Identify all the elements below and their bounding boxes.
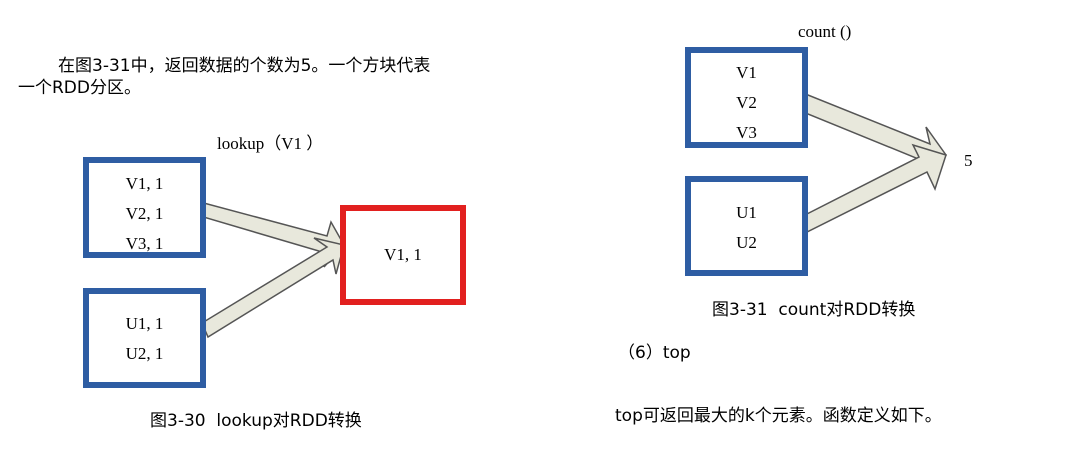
count-p1-entry-1: V1 xyxy=(736,63,757,82)
count-label: count () xyxy=(798,22,852,41)
lookup-p1-entry-2: V2, 1 xyxy=(125,204,164,223)
lookup-partition-1-entries: V1, 1 V2, 1 V3, 1 xyxy=(89,169,200,259)
count-result: 5 xyxy=(964,151,973,170)
section-text: top可返回最大的k个元素。函数定义如下。 xyxy=(615,406,942,426)
intro-line-1: 在图3-31中，返回数据的个数为5。一个方块代表 xyxy=(58,56,431,76)
lookup-p2-entry-2: U2, 1 xyxy=(125,344,164,363)
count-partition-1: V1 V2 V3 xyxy=(685,47,808,148)
lookup-result-entry: V1, 1 xyxy=(384,245,422,264)
count-p2-entry-2: U2 xyxy=(736,233,757,252)
intro-line-2: 一个RDD分区。 xyxy=(18,78,141,98)
lookup-p2-entry-1: U1, 1 xyxy=(125,314,164,333)
lookup-result-entries: V1, 1 xyxy=(346,240,460,270)
lookup-partition-2: U1, 1 U2, 1 xyxy=(83,288,206,388)
lookup-p1-entry-3: V3, 1 xyxy=(125,234,164,253)
arrow-count-partition2-to-result xyxy=(802,143,947,234)
lookup-partition-1: V1, 1 V2, 1 V3, 1 xyxy=(83,157,206,258)
lookup-caption: 图3-30 lookup对RDD转换 xyxy=(150,411,362,431)
section-heading: （6）top xyxy=(618,343,691,363)
count-partition-2-entries: U1 U2 xyxy=(691,198,802,258)
lookup-partition-2-entries: U1, 1 U2, 1 xyxy=(89,309,200,369)
lookup-result-partition: V1, 1 xyxy=(340,205,466,305)
count-p1-entry-2: V2 xyxy=(736,93,757,112)
count-caption: 图3-31 count对RDD转换 xyxy=(712,300,916,320)
lookup-p1-entry-1: V1, 1 xyxy=(125,174,164,193)
count-partition-2: U1 U2 xyxy=(685,176,808,276)
count-p2-entry-1: U1 xyxy=(736,203,757,222)
arrow-lookup-partition2-to-result xyxy=(201,237,345,339)
count-partition-1-entries: V1 V2 V3 xyxy=(691,58,802,148)
lookup-label: lookup（V1 ） xyxy=(217,134,324,153)
count-p1-entry-3: V3 xyxy=(736,123,757,142)
